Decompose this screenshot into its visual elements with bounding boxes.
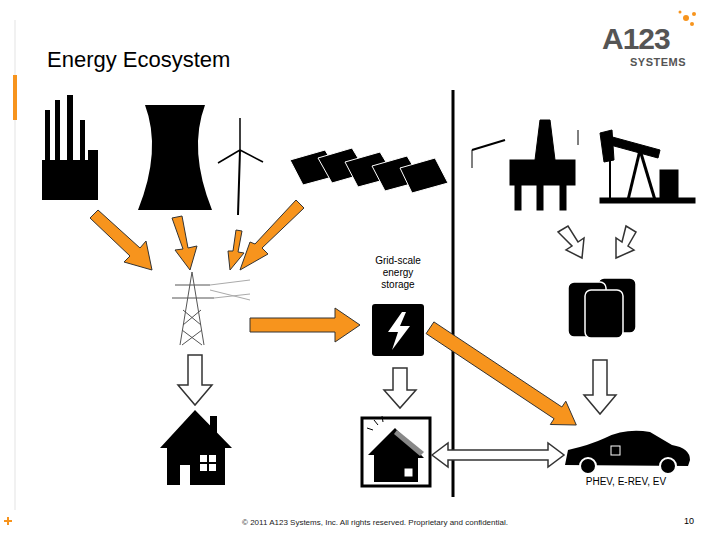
margin-accent <box>13 75 17 120</box>
plus-mark <box>4 517 12 525</box>
storage-icon <box>372 304 424 356</box>
wind-turbine-icon <box>218 118 263 215</box>
page-number: 10 <box>684 516 694 526</box>
logo-dots <box>679 11 697 27</box>
factory-icon <box>42 95 98 200</box>
node-label: Grid-scale energy storage <box>366 255 430 291</box>
energy-flow-arrow <box>426 322 576 425</box>
vehicle-node: PHEV, E-REV, EV <box>560 425 692 491</box>
slide-title: Energy Ecosystem <box>47 47 230 73</box>
node-label: PHEV, E-REV, EV <box>560 476 692 488</box>
logo-wordmark: SYSTEMS <box>630 56 686 68</box>
pump-jack-icon <box>600 130 695 203</box>
oil-barrels-icon <box>568 278 636 338</box>
oil-rig-icon <box>472 120 578 210</box>
logo-mark: A123 <box>602 22 670 56</box>
cooling-tower-icon <box>138 105 212 210</box>
supply-arrow <box>90 200 360 342</box>
arrow-shape <box>426 322 576 425</box>
transmission-tower-icon <box>172 272 250 345</box>
solar-house-icon <box>362 416 430 486</box>
house-icon <box>160 410 232 485</box>
divider-line <box>452 90 455 497</box>
footer-note: © 2011 A123 Systems, Inc. All rights res… <box>200 518 550 527</box>
flow-arrow <box>178 226 636 467</box>
solar-panel-icon <box>290 148 448 193</box>
car-icon <box>565 431 690 474</box>
storage-node: Grid-scale energy storage <box>366 255 430 358</box>
